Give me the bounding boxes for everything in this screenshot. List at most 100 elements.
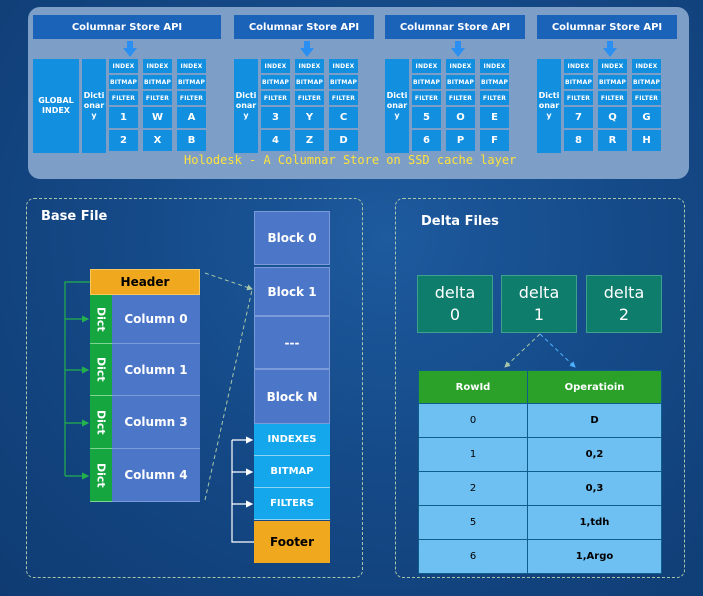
delta-number: 0: [449, 305, 461, 324]
meta-cell-bitmap: BITMAP: [177, 75, 206, 89]
value-cell: 6: [412, 130, 441, 151]
api-label: Columnar Store API: [385, 15, 525, 39]
meta-cell-filter: FILTER: [480, 91, 509, 105]
meta-cell-index: INDEX: [143, 59, 172, 73]
value-cell: G: [632, 107, 661, 128]
down-arrow-icon: [123, 48, 137, 57]
footer-bracket: [231, 436, 254, 543]
delta-word: delta: [518, 283, 560, 302]
delta-files-section: [395, 198, 685, 578]
footer-meta-filters: FILTERS: [254, 488, 330, 520]
api-label: Columnar Store API: [33, 15, 221, 39]
block-box: Block N: [254, 369, 330, 424]
down-arrow-icon: [607, 41, 613, 49]
base-file-section: [26, 198, 363, 578]
meta-cell-index: INDEX: [177, 59, 206, 73]
footer-box: Footer: [254, 521, 330, 563]
delta-word: delta: [603, 283, 645, 302]
value-cell: O: [446, 107, 475, 128]
value-cell: H: [632, 130, 661, 151]
value-cell: Q: [598, 107, 627, 128]
operation-cell: 0,3: [527, 471, 662, 506]
global-index-cell: GLOBAL INDEX: [33, 59, 79, 153]
block-box: ---: [254, 316, 330, 369]
column-box: Column 0: [112, 295, 200, 344]
meta-cell-filter: FILTER: [412, 91, 441, 105]
delta-files-title: Delta Files: [421, 214, 499, 229]
value-cell: 2: [109, 130, 138, 151]
column-box: Column 4: [112, 449, 200, 502]
value-cell: 5: [412, 107, 441, 128]
down-arrow-icon: [304, 41, 310, 49]
meta-cell-bitmap: BITMAP: [109, 75, 138, 89]
value-cell: B: [177, 130, 206, 151]
meta-cell-filter: FILTER: [295, 91, 324, 105]
rowid-cell: 1: [418, 437, 528, 472]
column-box: Column 3: [112, 396, 200, 449]
value-cell: 7: [564, 107, 593, 128]
api-label: Columnar Store API: [234, 15, 374, 39]
value-cell: Z: [295, 130, 324, 151]
value-cell: 1: [109, 107, 138, 128]
value-cell: X: [143, 130, 172, 151]
meta-cell-bitmap: BITMAP: [598, 75, 627, 89]
dict-label: Dict: [90, 295, 112, 344]
column-box: Column 1: [112, 344, 200, 396]
value-cell: 3: [261, 107, 290, 128]
value-cell: 8: [564, 130, 593, 151]
dictionary-cell: Dictionary: [234, 59, 258, 153]
operation-cell: 1,Argo: [527, 539, 662, 574]
down-arrow-icon: [603, 48, 617, 57]
rowid-cell: 2: [418, 471, 528, 506]
meta-cell-index: INDEX: [412, 59, 441, 73]
meta-cell-bitmap: BITMAP: [329, 75, 358, 89]
meta-cell-filter: FILTER: [261, 91, 290, 105]
down-arrow-icon: [300, 48, 314, 57]
meta-cell-index: INDEX: [632, 59, 661, 73]
meta-cell-index: INDEX: [564, 59, 593, 73]
meta-cell-index: INDEX: [329, 59, 358, 73]
meta-cell-index: INDEX: [598, 59, 627, 73]
panel-caption: Holodesk - A Columnar Store on SSD cache…: [184, 153, 517, 167]
dictionary-cell: Dictionary: [385, 59, 409, 153]
meta-cell-filter: FILTER: [329, 91, 358, 105]
meta-cell-bitmap: BITMAP: [446, 75, 475, 89]
meta-cell-bitmap: BITMAP: [412, 75, 441, 89]
meta-cell-bitmap: BITMAP: [632, 75, 661, 89]
meta-cell-bitmap: BITMAP: [564, 75, 593, 89]
value-cell: Y: [295, 107, 324, 128]
column-bracket: [64, 281, 90, 480]
meta-cell-filter: FILTER: [446, 91, 475, 105]
value-cell: D: [329, 130, 358, 151]
zoom-lines: [204, 272, 253, 501]
down-arrow-icon: [127, 41, 133, 49]
value-cell: E: [480, 107, 509, 128]
rowid-cell: 0: [418, 403, 528, 438]
value-cell: A: [177, 107, 206, 128]
meta-cell-bitmap: BITMAP: [480, 75, 509, 89]
meta-cell-bitmap: BITMAP: [261, 75, 290, 89]
meta-cell-index: INDEX: [109, 59, 138, 73]
down-arrow-icon: [451, 48, 465, 57]
dict-label: Dict: [90, 396, 112, 449]
footer-meta-bitmap: BITMAP: [254, 456, 330, 488]
meta-cell-index: INDEX: [295, 59, 324, 73]
value-cell: R: [598, 130, 627, 151]
meta-cell-index: INDEX: [261, 59, 290, 73]
table-header-row: RowId Operatioin: [418, 370, 662, 404]
meta-cell-filter: FILTER: [632, 91, 661, 105]
meta-cell-bitmap: BITMAP: [295, 75, 324, 89]
value-cell: F: [480, 130, 509, 151]
value-cell: C: [329, 107, 358, 128]
meta-cell-filter: FILTER: [109, 91, 138, 105]
meta-cell-index: INDEX: [480, 59, 509, 73]
